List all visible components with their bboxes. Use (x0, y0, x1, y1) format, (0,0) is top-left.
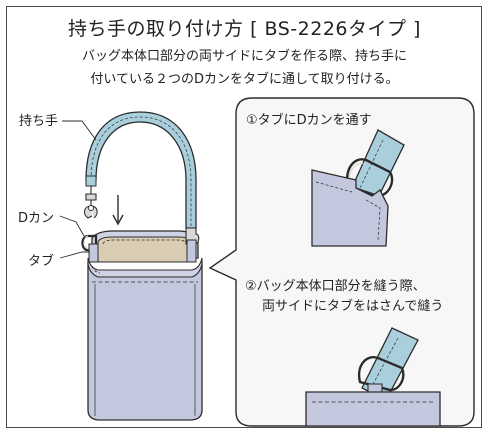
description-line-2: 付いている２つのDカンをタブに通して取り付ける。 (90, 72, 399, 87)
step1-text: ①タブにDカンを通す (246, 113, 372, 128)
step2-text-line2: 両サイドにタブをはさんで縫う (262, 299, 444, 314)
callout-bubble (208, 97, 475, 427)
handle-strap (85, 111, 197, 229)
bag-inner (97, 236, 193, 263)
snap-hook-icon (83, 186, 98, 219)
step2-detail (305, 327, 441, 427)
label-d-ring: Dカン (18, 211, 55, 226)
step2-text-line1: ②バッグ本体口部分を縫う際、 (245, 279, 426, 294)
description-line-1: バッグ本体口部分の両サイドにタブを作る際、持ち手に (81, 49, 407, 64)
bag-body (87, 261, 203, 421)
step1-detail (311, 129, 405, 247)
diagram-title: 持ち手の取り付け方 [ BS-2226タイプ ] (68, 18, 421, 40)
label-tab: タブ (28, 254, 55, 269)
label-handle: 持ち手 (19, 114, 59, 129)
